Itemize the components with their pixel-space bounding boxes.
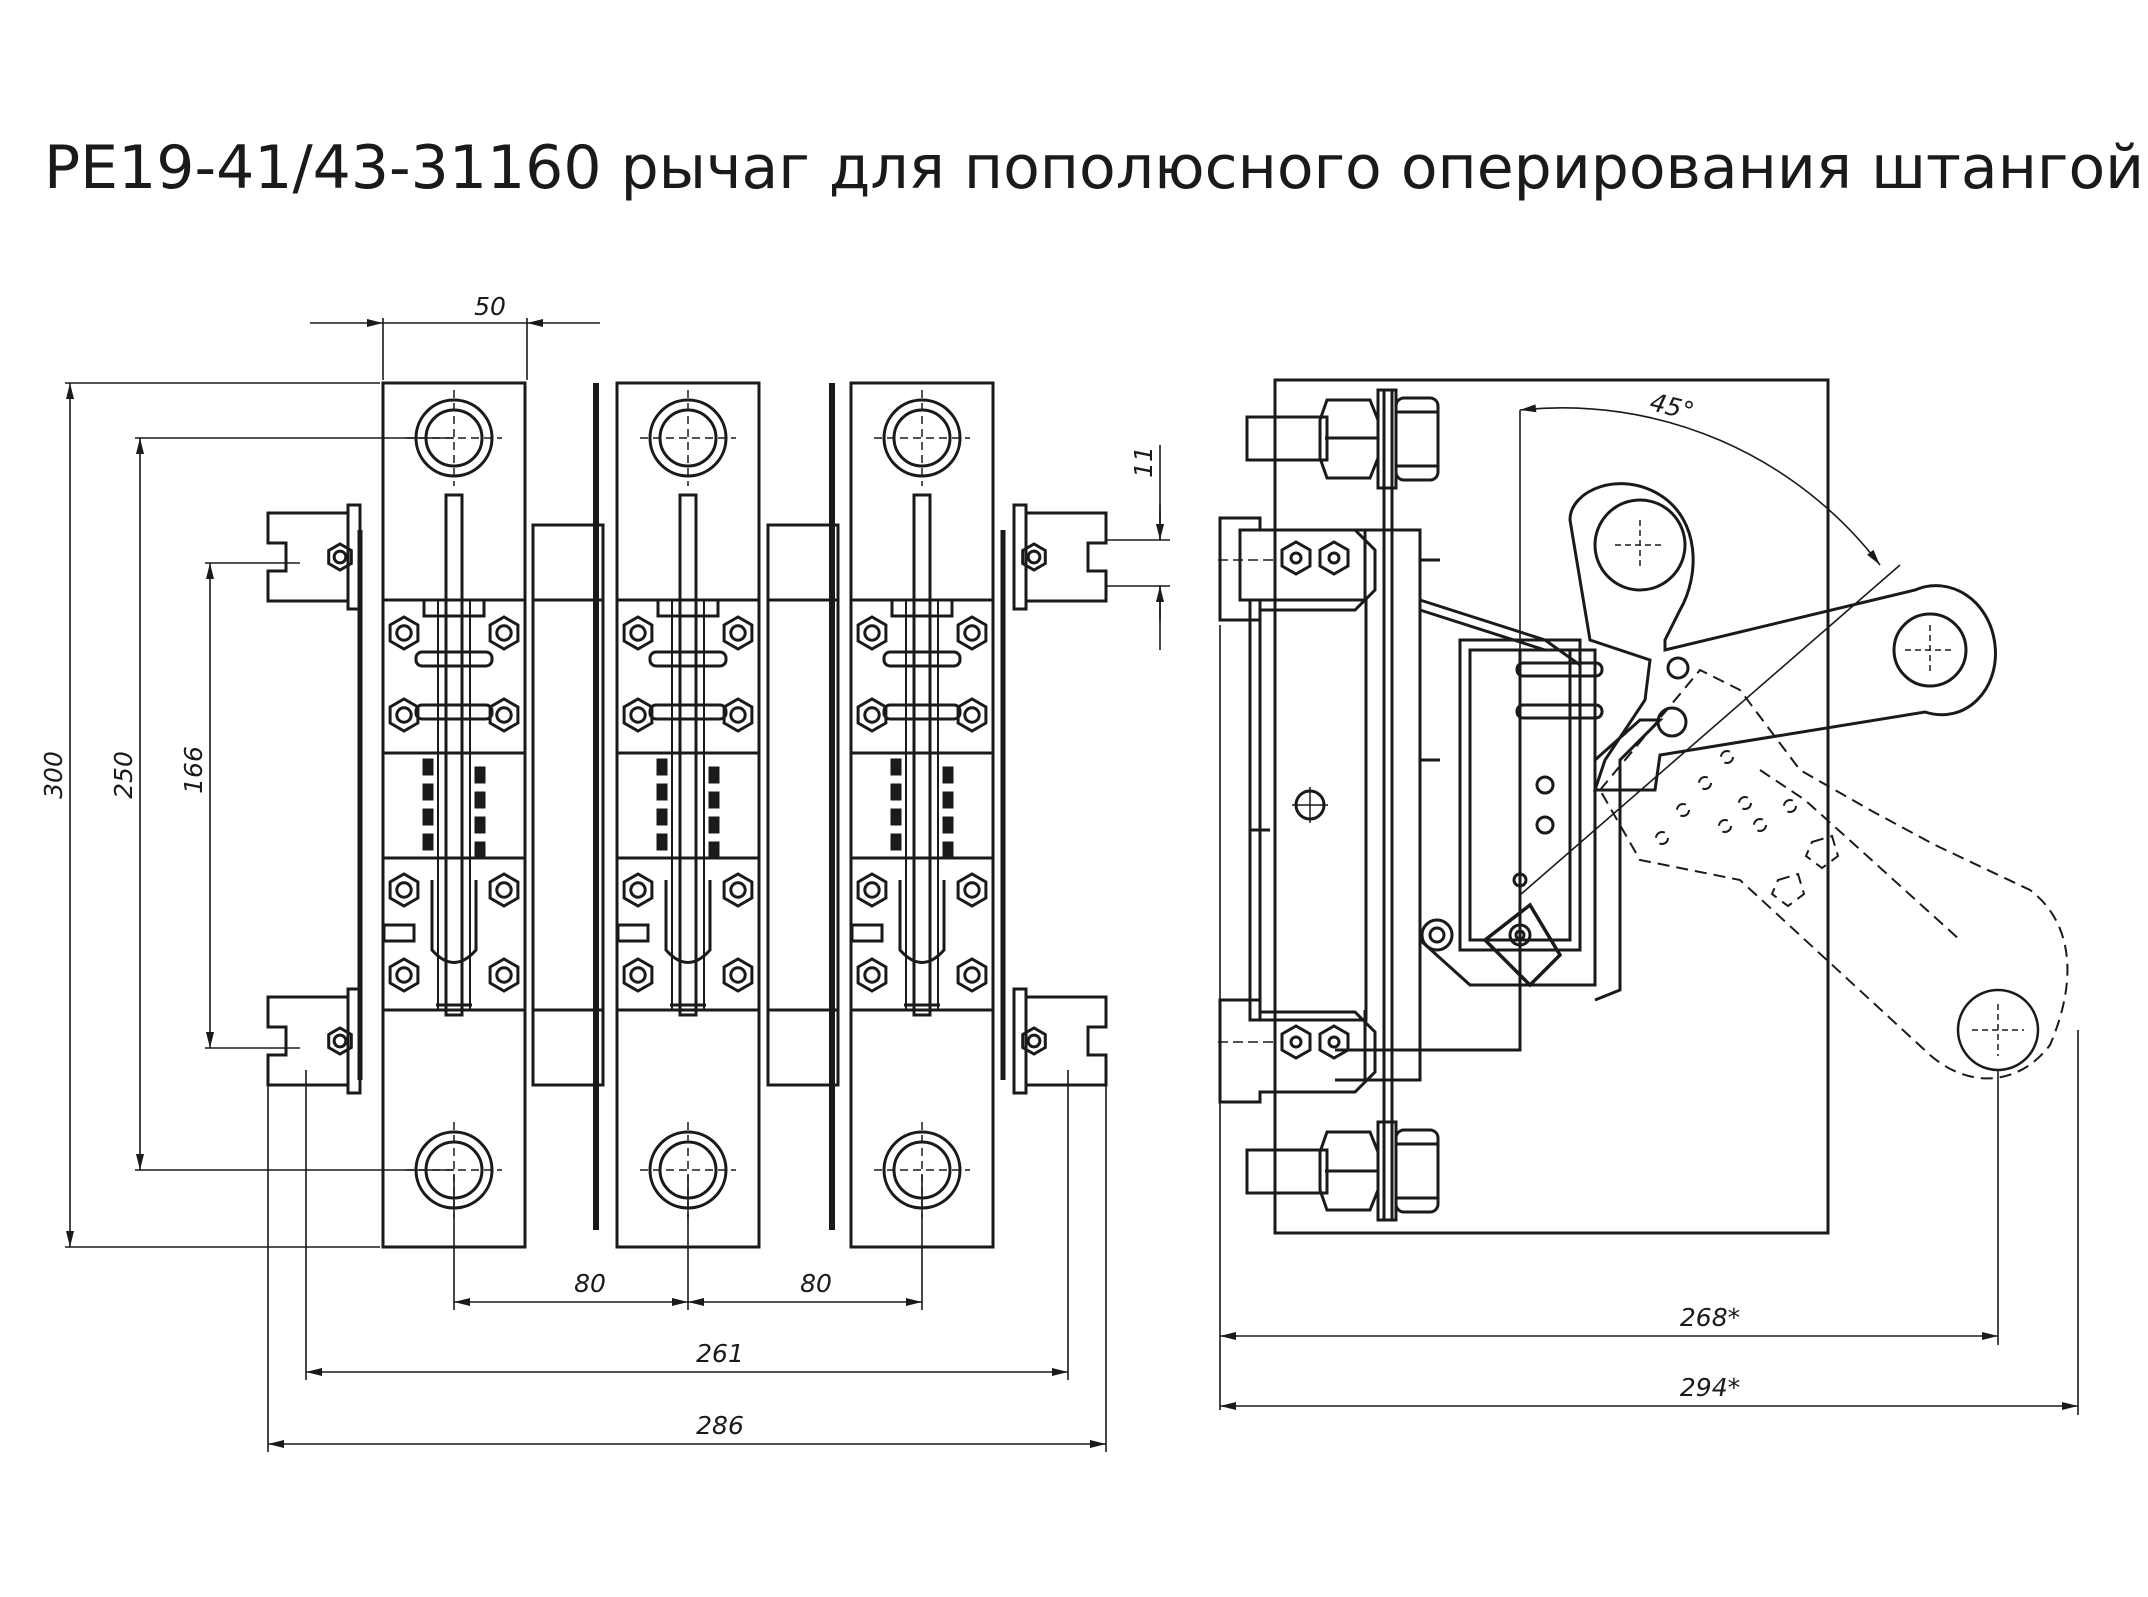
dim-pole-pitch-left: 80: [574, 1269, 606, 1298]
hex-nut: [488, 872, 520, 908]
pole-frame: [381, 381, 527, 1249]
hex-nut: [856, 957, 888, 993]
pole-3: [849, 381, 995, 1249]
hex-nut: [622, 872, 654, 908]
hex-nut: [622, 957, 654, 993]
dim-lever-angle: 45°: [1647, 387, 1697, 426]
switch-blade: [444, 493, 464, 1017]
dim-terminal-height: 250: [109, 751, 138, 799]
lever-handle-hole: [1892, 612, 1968, 688]
side-view: [1218, 378, 2079, 1415]
hex-nut: [622, 615, 654, 651]
hex-nut: [722, 957, 754, 993]
hex-nut: [488, 615, 520, 651]
hex-nut: [388, 872, 420, 908]
pole-2: [615, 381, 761, 1249]
dim-overall-width: 286: [696, 1411, 744, 1440]
lever-open-position: [1598, 668, 2069, 1080]
dim-mounting-width: 261: [696, 1339, 744, 1368]
hex-nut: [956, 957, 988, 993]
front-view: [65, 318, 1170, 1452]
dim-pole-pitch-right: 80: [800, 1269, 832, 1298]
bracket-body: [266, 511, 350, 603]
pole-1: [381, 381, 527, 1249]
hex-nut: [956, 872, 988, 908]
mounting-bracket-bottom-right: [1012, 987, 1108, 1095]
bracket-body: [1024, 995, 1108, 1087]
mounting-clamp-top: [1218, 516, 1377, 622]
bracket-nut: [1021, 1026, 1047, 1056]
side-dimension-lines: [1218, 559, 2079, 1415]
hex-nut: [856, 615, 888, 651]
bracket-nut: [327, 1026, 353, 1056]
hex-nut: [388, 957, 420, 993]
hex-nut: [488, 957, 520, 993]
hex-nut: [388, 697, 420, 733]
front-dimension-lines: [65, 318, 1170, 1452]
hex-nut: [722, 697, 754, 733]
lower-contact-plate: [381, 856, 527, 1012]
bracket-body: [1024, 511, 1108, 603]
dim-mounting-height: 166: [179, 746, 208, 794]
mounting-bracket-top-right: [1012, 503, 1108, 611]
pole-frame: [615, 381, 761, 1249]
lower-contact-plate: [849, 856, 995, 1012]
drawing-title: РЕ19-41/43-31160 рычаг для пополюсного о…: [44, 133, 2145, 203]
operating-lever: [1568, 482, 1997, 792]
mounting-bracket-top-left: [266, 503, 362, 611]
dim-overall-depth: 294*: [1680, 1373, 1740, 1402]
dim-contact-spacing: 11: [1129, 446, 1158, 478]
base-plate: [1273, 378, 1830, 1235]
hex-nut: [722, 615, 754, 651]
dim-overall-height: 300: [39, 751, 68, 799]
spacer-bars: [531, 523, 840, 1087]
terminal-bolt-bottom: [1245, 1120, 1440, 1222]
hex-nut: [856, 697, 888, 733]
hex-nut: [388, 615, 420, 651]
hex-nut: [488, 697, 520, 733]
hex-nut: [956, 615, 988, 651]
hex-nut: [856, 872, 888, 908]
switch-blade: [678, 493, 698, 1017]
bracket-body: [266, 995, 350, 1087]
dim-pole-width: 50: [474, 292, 506, 321]
switch-blade: [912, 493, 932, 1017]
hex-nut: [956, 697, 988, 733]
terminal-bolt-top: [1245, 388, 1440, 490]
switch-housing: [1238, 528, 1440, 1082]
bracket-nut: [1021, 542, 1047, 572]
dim-lever-reach: 268*: [1680, 1303, 1740, 1332]
lower-contact-plate: [615, 856, 761, 1012]
operating-mechanism: [1418, 598, 1664, 1052]
angle-dimension: [1519, 404, 1901, 896]
bracket-nut: [327, 542, 353, 572]
hex-nut: [722, 872, 754, 908]
hex-nut: [622, 697, 654, 733]
mounting-bracket-bottom-left: [266, 987, 362, 1095]
pole-frame: [849, 381, 995, 1249]
